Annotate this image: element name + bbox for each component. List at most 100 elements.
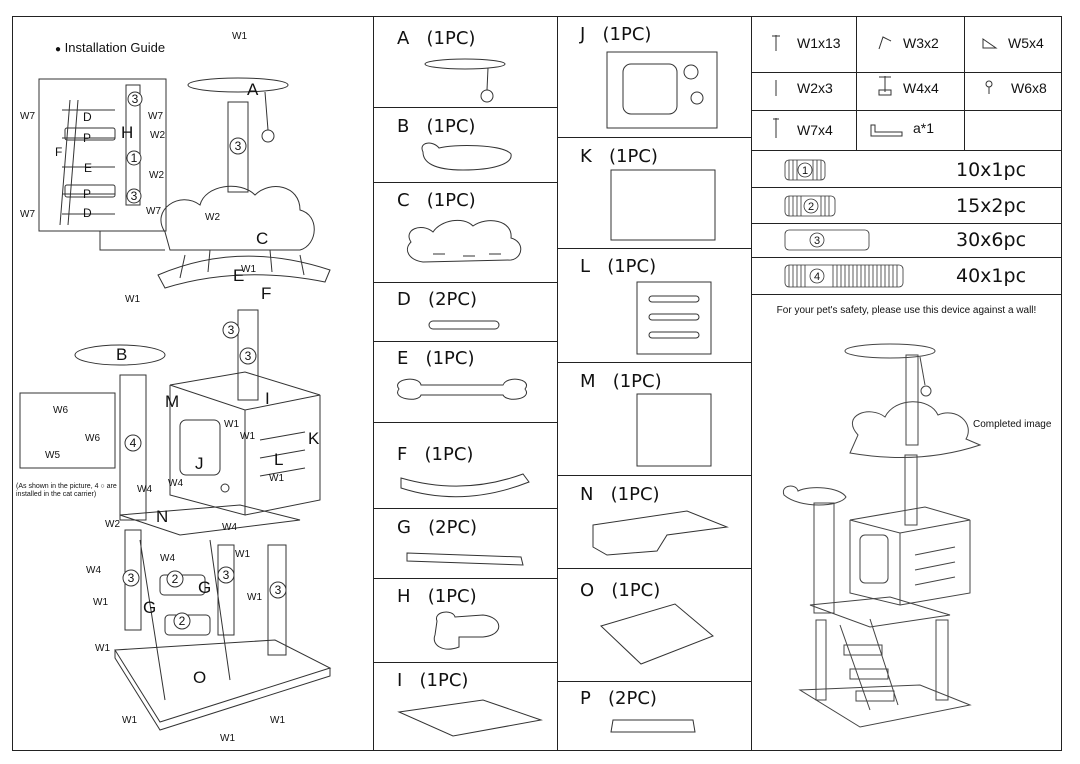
divider bbox=[373, 16, 374, 751]
hardware-w2: W2x3 bbox=[797, 80, 833, 96]
hardware-w6: W6x8 bbox=[1011, 80, 1047, 96]
part-j-drawing bbox=[606, 51, 718, 129]
guide-letter: D bbox=[83, 206, 92, 220]
pin-icon bbox=[775, 80, 777, 96]
hardware-callout: W1 bbox=[93, 597, 108, 608]
part-label-n: N (1PC) bbox=[580, 484, 660, 505]
hardware-callout: W2 bbox=[205, 212, 220, 223]
part-k-drawing bbox=[610, 169, 716, 241]
part-l-drawing bbox=[636, 281, 712, 355]
guide-title: ● Installation Guide bbox=[55, 40, 166, 55]
svg-text:3: 3 bbox=[223, 568, 230, 582]
hardware-a: a*1 bbox=[913, 120, 935, 136]
spring-number: 3 bbox=[814, 235, 820, 247]
guide-letter: F bbox=[55, 145, 63, 159]
hardware-w5: W5x4 bbox=[1008, 35, 1044, 51]
hardware-callout: W1 bbox=[125, 294, 140, 305]
part-label-a: A (1PC) bbox=[397, 28, 476, 49]
hardware-callout: W5 bbox=[45, 450, 60, 461]
part-label-g: G (2PC) bbox=[397, 517, 478, 538]
part-label-l: L (1PC) bbox=[580, 256, 657, 277]
spring-qty: 15x2pc bbox=[956, 195, 1027, 217]
part-label-e: E (1PC) bbox=[397, 348, 475, 369]
allen-key-icon bbox=[870, 124, 903, 137]
part-label-c: C (1PC) bbox=[397, 190, 476, 211]
safety-note: For your pet's safety, please use this d… bbox=[776, 305, 1037, 316]
hardware-callout: W2 bbox=[149, 170, 164, 181]
part-label-h: H (1PC) bbox=[397, 586, 477, 607]
part-f-drawing bbox=[400, 473, 530, 498]
hardware-callout: W1 bbox=[241, 264, 256, 275]
guide-letter: G bbox=[143, 598, 157, 617]
hardware-callout: W7 bbox=[146, 206, 161, 217]
part-label-b: B (1PC) bbox=[397, 116, 476, 137]
guide-letter: G bbox=[198, 578, 212, 597]
part-label-o: O (1PC) bbox=[580, 580, 661, 601]
svg-text:3: 3 bbox=[275, 583, 282, 597]
part-h-drawing bbox=[433, 611, 500, 650]
svg-text:2: 2 bbox=[179, 614, 186, 628]
hardware-callout: W1 bbox=[240, 431, 255, 442]
part-b-drawing bbox=[421, 142, 512, 171]
hardware-callout: W7 bbox=[148, 111, 163, 122]
guide-letter: I bbox=[265, 389, 270, 408]
part-label-f: F (1PC) bbox=[397, 444, 474, 465]
hardware-callout: W4 bbox=[137, 484, 152, 495]
spring-number: 2 bbox=[808, 201, 814, 213]
part-a-drawing bbox=[424, 58, 506, 103]
guide-letter: B bbox=[116, 345, 128, 364]
hardware-callout: W1 bbox=[269, 473, 284, 484]
hardware-callout: W1 bbox=[235, 549, 250, 560]
sheet-frame bbox=[12, 16, 1062, 751]
part-p-drawing bbox=[610, 719, 696, 733]
guide-letter: F bbox=[261, 284, 272, 303]
completed-label: Completed image bbox=[973, 419, 1052, 430]
guide-letter: L bbox=[274, 450, 284, 469]
part-n-drawing bbox=[592, 510, 729, 556]
hardware-callout: W6 bbox=[85, 433, 100, 444]
hardware-callout: W1 bbox=[95, 643, 110, 654]
part-label-i: I (1PC) bbox=[397, 670, 469, 691]
spring-drawings: 1 2 3 4 bbox=[784, 159, 904, 288]
guide-letter: M bbox=[165, 392, 180, 411]
hardware-callout: W1 bbox=[224, 419, 239, 430]
spring-qty: 30x6pc bbox=[956, 229, 1027, 251]
guide-letter: E bbox=[84, 161, 93, 175]
svg-text:3: 3 bbox=[235, 139, 242, 153]
part-label-j: J (1PC) bbox=[580, 24, 652, 45]
hardware-w3: W3x2 bbox=[903, 35, 939, 51]
guide-letter: J bbox=[195, 454, 204, 473]
hardware-callout: W4 bbox=[86, 565, 101, 576]
hardware-w1: W1x13 bbox=[797, 35, 841, 51]
guide-letter: A bbox=[247, 80, 259, 99]
spring-number: 1 bbox=[802, 165, 808, 177]
hardware-callout: W1 bbox=[247, 592, 262, 603]
svg-text:3: 3 bbox=[132, 92, 139, 106]
assembly-diagram: 3 3 3 4 3 2 3 2 3 3 1 3 bbox=[19, 77, 332, 731]
divider bbox=[557, 16, 558, 751]
hardware-callout: W4 bbox=[168, 478, 183, 489]
bracket-icon bbox=[878, 36, 892, 50]
guide-letter: O bbox=[193, 668, 207, 687]
part-d-drawing bbox=[428, 320, 500, 330]
spring-number: 4 bbox=[814, 271, 820, 283]
svg-text:3: 3 bbox=[128, 571, 135, 585]
part-m-drawing bbox=[636, 393, 712, 467]
small-screw-icon bbox=[985, 80, 993, 94]
part-e-drawing bbox=[397, 378, 528, 400]
guide-letter: P bbox=[83, 131, 92, 145]
carrier-note: (As shown in the picture, 4 ○ are instal… bbox=[16, 483, 117, 498]
hardware-callout: W1 bbox=[232, 31, 247, 42]
long-screw-icon bbox=[773, 118, 779, 138]
hardware-w7: W7x4 bbox=[797, 122, 833, 138]
hardware-callout: W1 bbox=[270, 715, 285, 726]
hardware-callout: W2 bbox=[150, 130, 165, 141]
guide-letter: H bbox=[121, 123, 134, 142]
svg-text:3: 3 bbox=[131, 189, 138, 203]
screw-icon bbox=[772, 35, 780, 51]
svg-text:4: 4 bbox=[130, 436, 137, 450]
guide-letter: D bbox=[83, 110, 92, 124]
hardware-callout: W7 bbox=[20, 209, 35, 220]
guide-letter: K bbox=[308, 429, 320, 448]
bolt-icon bbox=[878, 76, 892, 96]
